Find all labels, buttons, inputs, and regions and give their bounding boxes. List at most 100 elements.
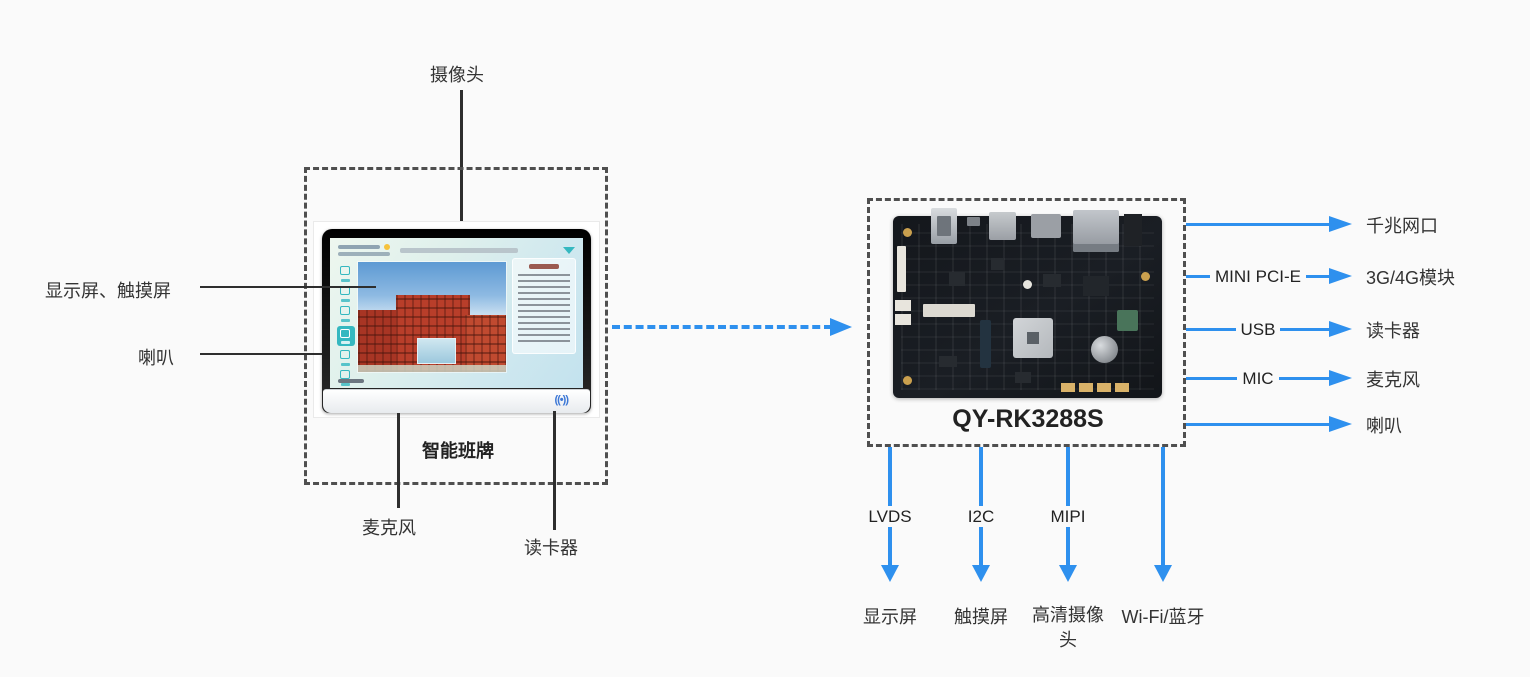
usb-port-inner — [937, 216, 951, 236]
arrow-head-icon — [881, 565, 899, 582]
mic-leader-line — [397, 413, 400, 508]
nfc-signal-icon: ((•)) — [554, 394, 568, 406]
screen-datetime-text — [338, 245, 380, 249]
port-col-i2c: I2C 触摸屏 — [911, 447, 1051, 667]
port-target-label: 千兆网口 — [1366, 216, 1438, 236]
port-target-label: 显示屏 — [863, 607, 917, 627]
port-row-pcie: MINI PCI-E 3G/4G模块 — [1186, 262, 1530, 292]
port-target-label: 喇叭 — [1366, 416, 1402, 436]
arrow-head-icon — [972, 565, 990, 582]
arrow-head-icon — [1329, 416, 1352, 432]
arrow-head-icon — [1329, 268, 1352, 284]
screen-nav-item-active — [337, 326, 355, 346]
port-target-label: 高清摄像头 — [1032, 605, 1104, 651]
port-col-lvds: LVDS 显示屏 — [820, 447, 960, 667]
bus-label: MIPI — [1046, 506, 1090, 527]
port-target-label: Wi-Fi/蓝牙 — [1121, 607, 1205, 627]
mount-hole — [903, 376, 912, 385]
camera-label: 摄像头 — [430, 65, 484, 85]
connector-line — [1161, 447, 1165, 566]
port-row-speaker: 喇叭 — [1186, 410, 1530, 440]
display-touch-label: 显示屏、触摸屏 — [45, 281, 171, 301]
screen-footer-text — [338, 379, 364, 383]
speaker-leader-line — [200, 353, 322, 355]
display-leader-line — [200, 286, 376, 288]
bus-label: MINI PCI-E — [1210, 267, 1306, 286]
arrow-head-icon — [1329, 370, 1352, 386]
port-row-usb: USB 读卡器 — [1186, 315, 1530, 345]
lvds-connector — [923, 304, 975, 317]
gold-header — [1115, 383, 1129, 392]
chip — [949, 272, 965, 286]
port-col-wifi: Wi-Fi/蓝牙 — [1093, 447, 1233, 667]
photo-billboard — [417, 337, 456, 365]
smart-badge-dashed-box — [304, 167, 608, 485]
cpu-mark — [1027, 332, 1039, 344]
mount-hole — [1023, 280, 1032, 289]
smart-badge-caption: 智能班牌 — [422, 441, 494, 461]
tablet-chin: ((•)) — [323, 389, 590, 413]
campus-photo — [358, 262, 506, 372]
gold-header — [1061, 383, 1075, 392]
chip — [1043, 274, 1061, 287]
arrow-head-icon — [1329, 321, 1352, 337]
connector-line — [1186, 223, 1330, 226]
coin-battery — [1091, 336, 1118, 363]
gold-header — [1079, 383, 1093, 392]
port-target-label: 读卡器 — [1366, 321, 1420, 341]
port-target-label: 3G/4G模块 — [1366, 268, 1456, 288]
card-reader-label: 读卡器 — [524, 538, 578, 558]
notice-title-text — [529, 264, 559, 269]
port-row-ethernet: 千兆网口 — [1186, 210, 1530, 240]
camera-leader-line — [460, 90, 463, 232]
link-dashed-arrow — [612, 325, 832, 329]
sd-card-slot — [1031, 214, 1061, 238]
weather-sun-icon — [384, 244, 390, 250]
hdmi-port — [989, 212, 1016, 240]
mainboard-photo — [893, 208, 1162, 398]
expansion-slot — [980, 320, 991, 368]
arrow-head-icon — [1154, 565, 1172, 582]
notice-body-text — [518, 274, 570, 345]
screen-date-text — [338, 252, 390, 256]
smart-badge-device: ((•)) — [322, 229, 591, 413]
mainboard-dashed-box — [867, 198, 1186, 447]
tablet-screen — [330, 238, 583, 388]
connector-line — [1186, 423, 1330, 426]
port-col-mipi: MIPI 高清摄像头 — [998, 447, 1138, 667]
mainboard-caption: QY-RK3288S — [952, 405, 1104, 433]
link-arrow-head-icon — [830, 318, 852, 336]
chip — [1015, 372, 1031, 383]
chip — [939, 356, 957, 367]
green-chip — [1117, 310, 1138, 331]
screen-title-text — [400, 248, 518, 253]
screen-notice-panel — [512, 258, 576, 354]
ethernet-port — [1073, 210, 1119, 252]
port-row-mic: MIC 麦克风 — [1186, 364, 1530, 394]
port-target-label: 麦克风 — [1366, 370, 1420, 390]
mount-hole — [903, 228, 912, 237]
screen-nav-item — [337, 286, 355, 303]
arrow-head-icon — [1059, 565, 1077, 582]
screen-dropdown-caret-icon — [563, 247, 575, 254]
mount-hole — [1141, 272, 1150, 281]
screen-nav-item — [337, 370, 355, 387]
chip — [1083, 276, 1109, 296]
screen-nav-item — [337, 266, 355, 283]
gold-header — [1097, 383, 1111, 392]
micro-usb-port — [967, 217, 980, 226]
port-target-label: 触摸屏 — [954, 607, 1008, 627]
bus-label: LVDS — [864, 506, 916, 527]
bus-label: USB — [1235, 320, 1281, 339]
arrow-head-icon — [1329, 216, 1352, 232]
white-connector — [895, 314, 911, 325]
screen-nav-item — [337, 350, 355, 367]
speaker-label: 喇叭 — [138, 348, 174, 368]
chip — [991, 258, 1004, 270]
card-reader-leader-line — [553, 411, 556, 530]
screen-nav-item — [337, 306, 355, 323]
bus-label: I2C — [963, 506, 999, 527]
bus-label: MIC — [1237, 369, 1279, 388]
power-jack — [1124, 214, 1142, 246]
